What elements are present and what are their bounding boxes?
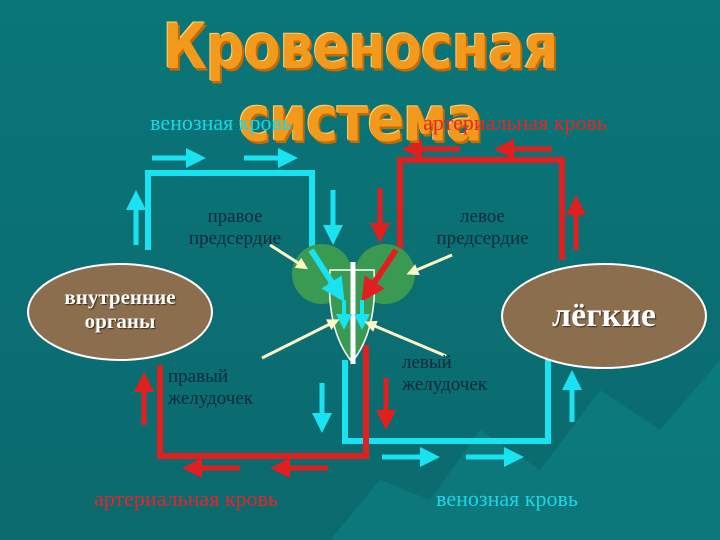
internal-organs-ellipse bbox=[27, 263, 213, 361]
left-atrium-label: левое предсердие bbox=[436, 206, 529, 249]
venous-vessel-bottom bbox=[342, 355, 551, 444]
venous-vessel-top bbox=[145, 170, 315, 255]
venous-blood-top-label: венозная кровь bbox=[150, 110, 292, 135]
right-atrium-label: правое предсердие bbox=[188, 206, 282, 249]
heart bbox=[292, 244, 415, 364]
lungs-label: лёгкие bbox=[552, 297, 656, 334]
left-ventricle-label: левый желудочек bbox=[402, 352, 487, 395]
lungs-ellipse bbox=[501, 263, 707, 369]
arterial-blood-bottom-label: артериальная кровь bbox=[94, 486, 278, 511]
arterial-vessel-bottom bbox=[157, 345, 369, 459]
background-mountains bbox=[330, 360, 720, 540]
right-ventricle-label: правый желудочек bbox=[168, 366, 253, 409]
pointer-right-ventricle bbox=[261, 319, 340, 360]
pointer-right-atrium bbox=[269, 243, 309, 270]
page-title: Кровеносная система bbox=[162, 10, 559, 156]
right-inner-flow bbox=[361, 248, 399, 302]
pointer-left-ventricle bbox=[364, 320, 447, 358]
pointer-left-atrium bbox=[406, 253, 453, 276]
arterial-blood-top-label: артериальная кровь bbox=[423, 110, 607, 135]
arterial-vessel-top bbox=[397, 157, 565, 260]
left-inner-flow bbox=[308, 248, 345, 303]
internal-organs-label: внутренние органы bbox=[64, 285, 176, 334]
venous-blood-bottom-label: венозная кровь bbox=[436, 486, 578, 511]
